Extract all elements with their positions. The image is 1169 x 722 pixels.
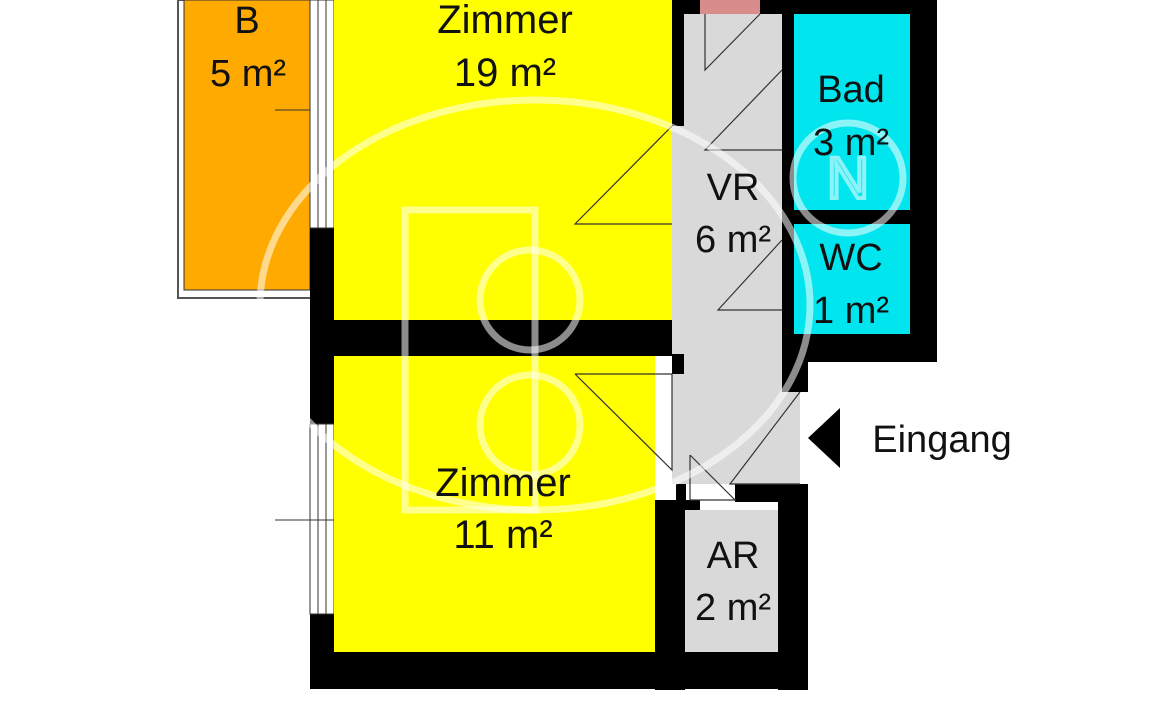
hall-area: 6 m²: [695, 219, 771, 261]
wc-area: 1 m²: [813, 290, 889, 332]
storage-floor: [685, 510, 778, 652]
storage-area: 2 m²: [695, 587, 771, 629]
wc-name: WC: [819, 237, 882, 279]
room-small-name: Zimmer: [435, 461, 571, 505]
room-small-area: 11 m²: [453, 513, 552, 557]
bath-area: 3 m²: [813, 122, 889, 164]
room-large-area: 19 m²: [454, 51, 556, 95]
top-strip: [700, 0, 760, 14]
window-left: [275, 0, 370, 615]
wc-floor: [794, 224, 910, 334]
storage-name: AR: [707, 535, 760, 577]
entrance-arrow-icon: [808, 408, 840, 468]
bath-floor: [794, 14, 910, 210]
balcony-area: 5 m²: [210, 53, 286, 95]
room-large-name: Zimmer: [437, 0, 573, 42]
room-large-floor: [334, 0, 672, 320]
balcony-floor: [183, 0, 311, 291]
entrance-label: Eingang: [872, 419, 1011, 461]
hall-name: VR: [707, 167, 760, 209]
svg-text:N: N: [827, 146, 869, 211]
bath-name: Bad: [817, 69, 885, 111]
hall-floor: [684, 14, 782, 484]
balcony: [177, 0, 370, 299]
logo-watermark: N: [256, 96, 907, 514]
balcony-name: B: [234, 0, 259, 42]
